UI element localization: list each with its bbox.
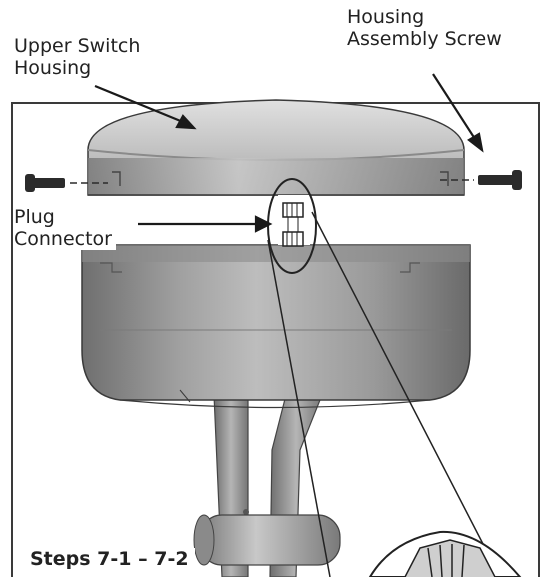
magnified-detail — [368, 530, 523, 578]
label-plug-connector: Plug Connector — [14, 206, 116, 250]
housing-assembly-screw-left — [25, 174, 108, 192]
housing-assembly-screw-right — [440, 170, 522, 190]
upper-switch-housing — [87, 99, 465, 196]
leader-arrows — [94, 73, 484, 233]
plug-connector — [267, 178, 317, 274]
label-upper-switch-housing: Upper Switch Housing — [14, 35, 141, 79]
label-housing-assembly-screw: Housing Assembly Screw — [347, 6, 502, 50]
steps-caption: Steps 7-1 – 7-2 — [28, 548, 195, 570]
lower-switch-housing — [81, 244, 471, 409]
magnifier-lines — [267, 211, 501, 578]
downrod-coupling — [193, 514, 341, 566]
